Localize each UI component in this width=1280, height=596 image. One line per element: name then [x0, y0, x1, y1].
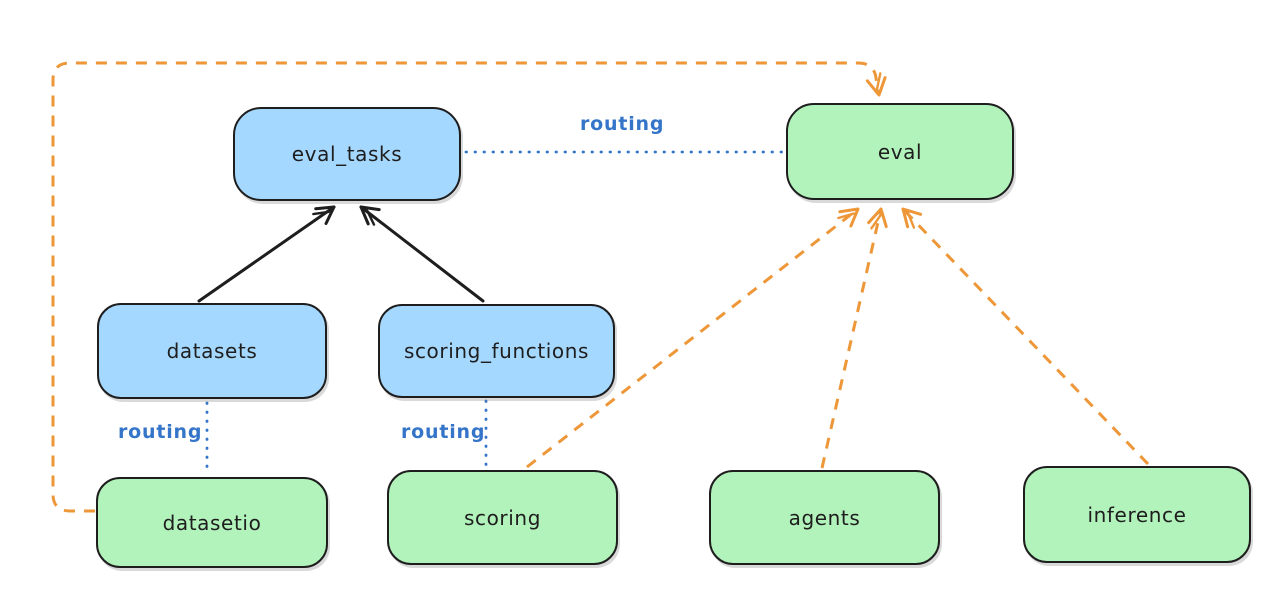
- edge-datasets-to-eval-tasks-arrow: [197, 205, 336, 303]
- node-eval: eval: [786, 103, 1014, 200]
- node-agents-label: agents: [788, 505, 861, 530]
- node-scoring-label: scoring: [463, 505, 541, 530]
- node-scoring-functions-label: scoring_functions: [403, 339, 590, 363]
- node-datasets-label: datasets: [166, 339, 258, 363]
- node-eval-tasks-label: eval_tasks: [291, 142, 403, 166]
- node-eval-label: eval: [877, 139, 923, 164]
- edge-datasetio-to-eval-dashed-arrow: [51, 61, 887, 513]
- edge-label-routing-datasets-datasetio: routing: [118, 421, 203, 443]
- edge-agents-to-eval-dashed-arrow: [820, 207, 888, 469]
- edge-scoring-to-eval-dashed-arrow: [526, 207, 860, 469]
- node-agents: agents: [709, 470, 940, 565]
- edge-label-routing-scoring-functions-scoring: routing: [401, 421, 486, 443]
- node-inference: inference: [1023, 466, 1251, 563]
- node-scoring: scoring: [387, 470, 618, 565]
- edge-scoring-functions-to-eval-tasks-arrow: [359, 205, 485, 303]
- node-datasetio: datasetio: [96, 477, 328, 568]
- edge-inference-to-eval-dashed-arrow: [901, 207, 1150, 466]
- node-eval-tasks: eval_tasks: [233, 107, 461, 201]
- edge-label-routing-eval-tasks-eval: routing: [580, 113, 665, 135]
- node-scoring-functions: scoring_functions: [378, 304, 615, 398]
- node-datasets: datasets: [97, 303, 327, 399]
- node-inference-label: inference: [1087, 502, 1187, 527]
- node-datasetio-label: datasetio: [162, 510, 262, 535]
